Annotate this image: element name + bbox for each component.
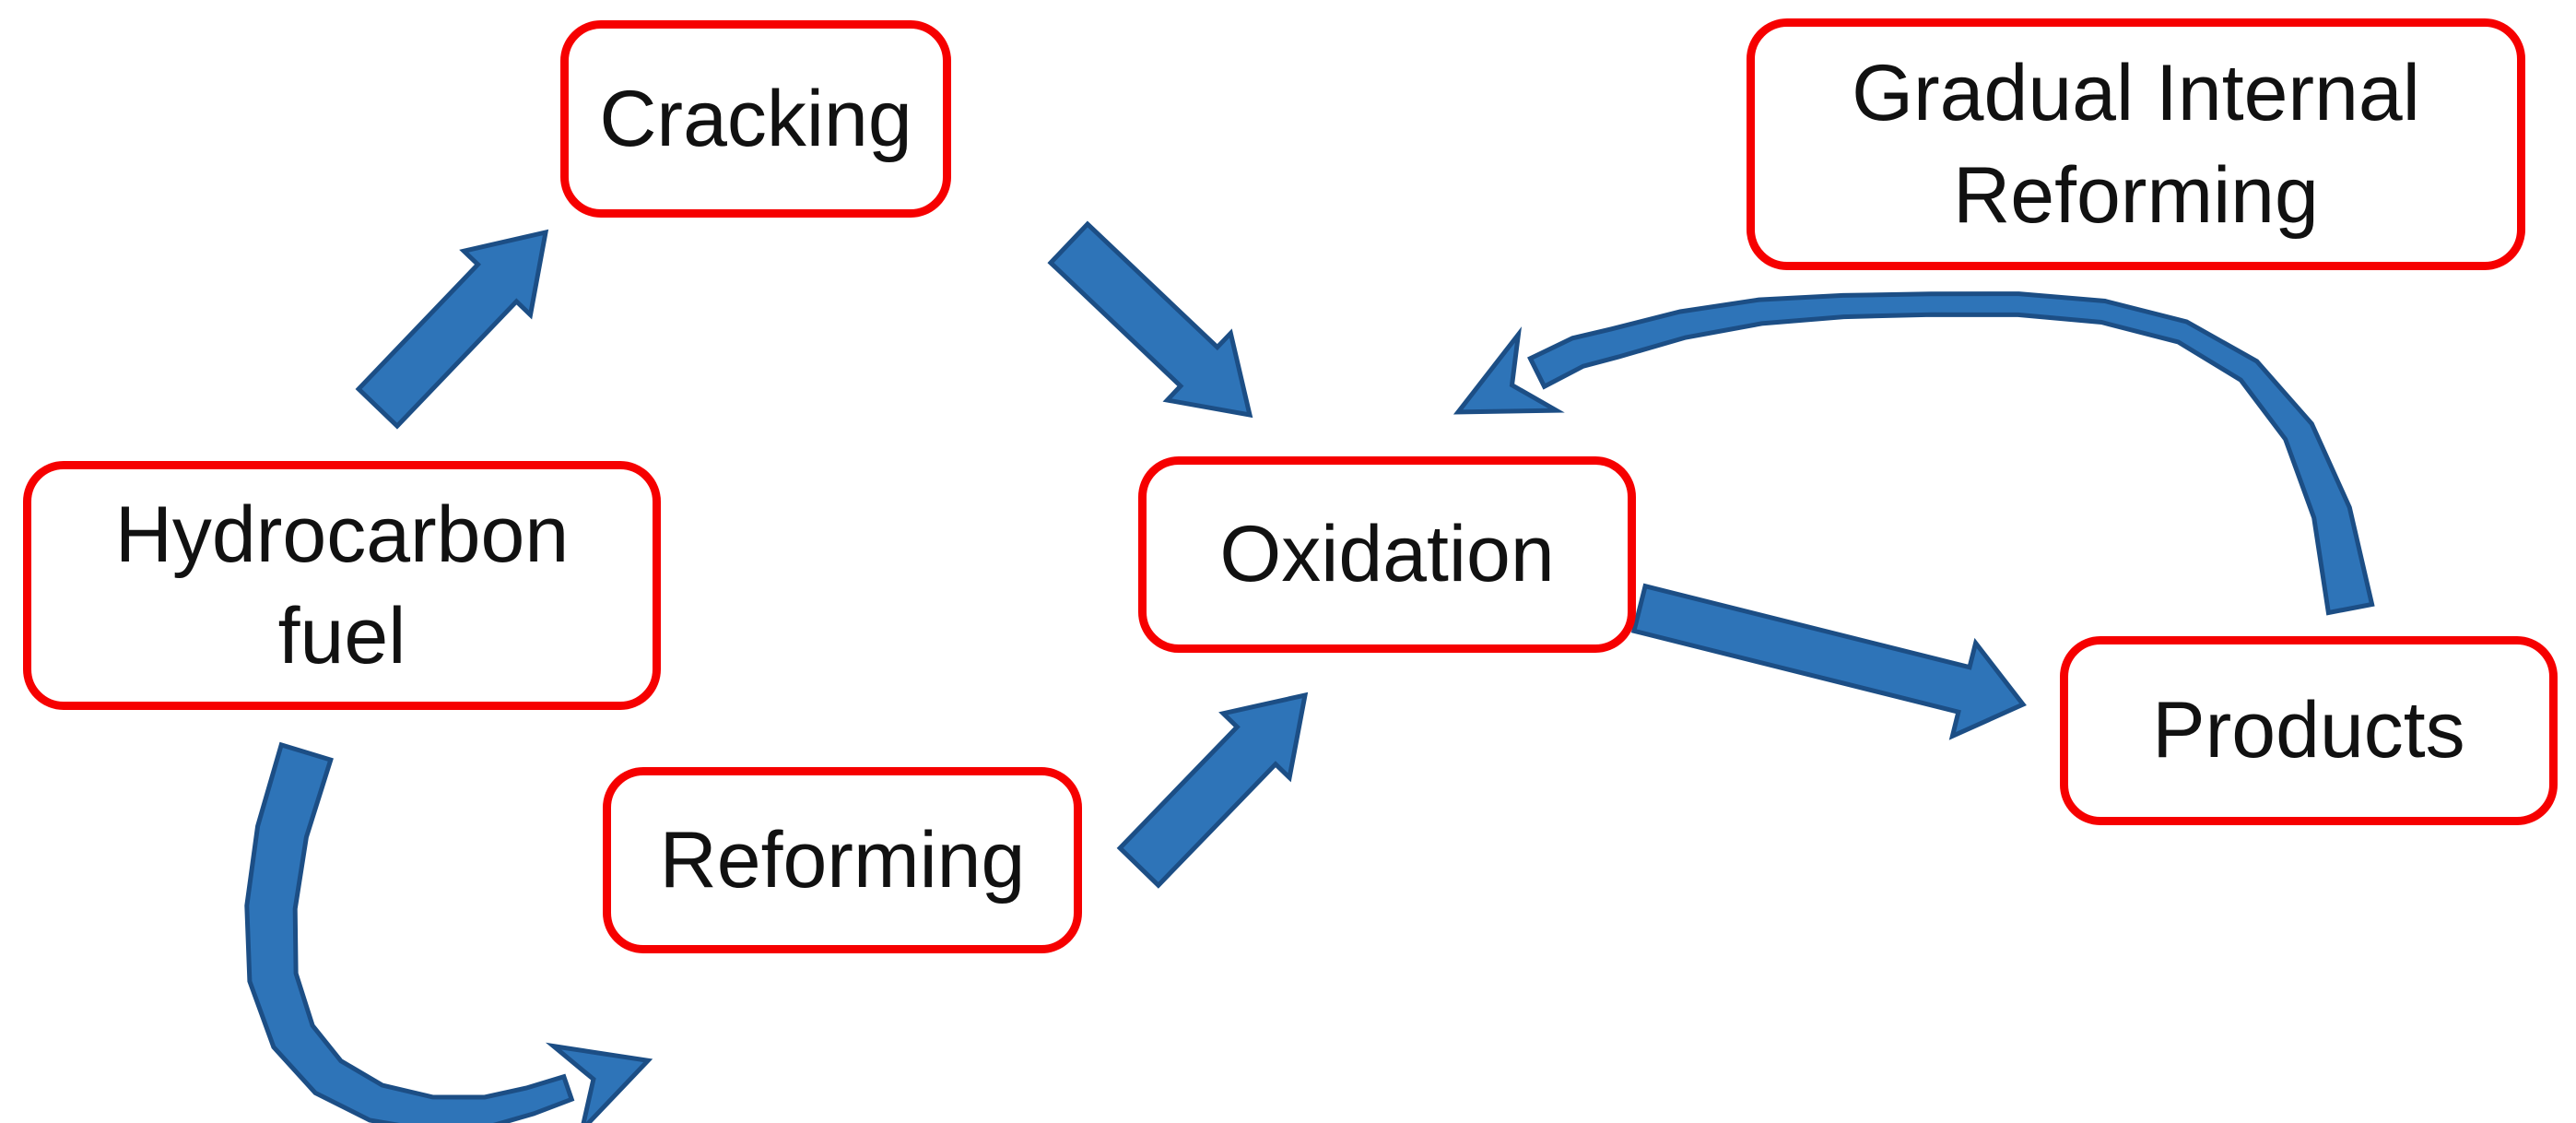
- node-products-label: Products: [2152, 686, 2465, 775]
- node-hydrocarbon-fuel-label: Hydrocarbon fuel: [114, 490, 570, 680]
- arrow-products-to-oxidation-curve: [1453, 291, 2375, 616]
- node-cracking-label: Cracking: [599, 74, 912, 163]
- arrow-hydrocarbon-to-reforming-curve-head: [545, 1042, 653, 1123]
- arrow-hydrocarbon-to-reforming-curve-body: [244, 741, 575, 1123]
- arrow-oxidation-to-products-shape: [1630, 583, 2027, 740]
- arrow-hydrocarbon-to-cracking-shape: [355, 229, 549, 430]
- node-products: Products: [2060, 636, 2558, 825]
- node-reforming-label: Reforming: [659, 815, 1026, 904]
- node-hydrocarbon-fuel: Hydrocarbon fuel: [23, 461, 661, 710]
- node-gradual-internal-reforming-label: Gradual Internal Reforming: [1852, 49, 2420, 240]
- arrow-products-to-oxidation-curve-head: [1453, 326, 1565, 415]
- node-oxidation-label: Oxidation: [1219, 510, 1555, 599]
- node-oxidation: Oxidation: [1138, 456, 1636, 653]
- arrow-cracking-to-oxidation: [1047, 220, 1253, 419]
- arrow-products-to-oxidation-curve-body: [1527, 291, 2375, 616]
- arrow-hydrocarbon-to-reforming-curve: [244, 741, 653, 1123]
- node-reforming: Reforming: [603, 767, 1082, 953]
- arrow-reforming-to-oxidation-shape: [1116, 692, 1309, 889]
- arrow-cracking-to-oxidation-shape: [1047, 220, 1253, 419]
- arrow-oxidation-to-products: [1630, 583, 2027, 740]
- arrow-reforming-to-oxidation: [1116, 692, 1309, 889]
- arrow-hydrocarbon-to-cracking: [355, 229, 549, 430]
- node-cracking: Cracking: [560, 20, 951, 218]
- node-gradual-internal-reforming: Gradual Internal Reforming: [1747, 18, 2525, 270]
